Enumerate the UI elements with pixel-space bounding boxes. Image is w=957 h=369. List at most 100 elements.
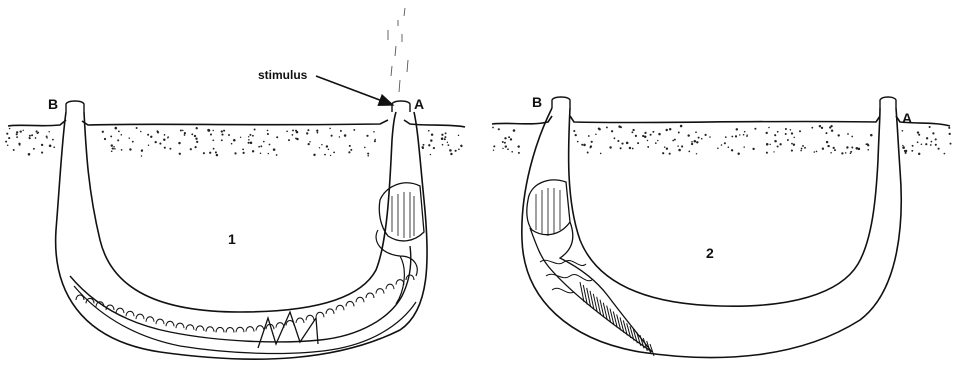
- burrow-inner-1: [84, 112, 396, 312]
- sand-dot: [833, 147, 835, 149]
- sand-dot: [5, 141, 7, 143]
- worm-segment: [226, 327, 234, 332]
- sand-dot: [273, 148, 276, 151]
- sand-dot: [49, 145, 52, 148]
- sand-dot: [867, 143, 869, 145]
- sand-dot: [349, 145, 351, 147]
- sand-dot: [22, 130, 23, 131]
- sand-dot: [678, 132, 680, 134]
- sand-dot: [267, 133, 269, 135]
- sand-dot: [938, 148, 940, 150]
- sand-dot: [339, 136, 340, 137]
- sand-dot: [155, 141, 157, 143]
- sand-dot: [774, 134, 776, 136]
- worm-segment: [296, 318, 304, 323]
- sand-dot: [736, 128, 738, 130]
- sand-dot: [744, 131, 746, 133]
- sand-dot: [705, 134, 707, 136]
- sand-dot: [588, 135, 590, 137]
- sand-dot: [455, 150, 457, 152]
- sand-dot: [655, 142, 657, 144]
- sand-dot: [687, 134, 689, 136]
- sand-dot: [644, 136, 647, 139]
- sand-dot: [800, 150, 802, 152]
- sand-dot: [830, 125, 832, 127]
- sand-dot: [112, 148, 114, 150]
- sand-dot: [309, 141, 311, 143]
- sand-dot: [288, 139, 290, 141]
- sand-dot: [367, 153, 369, 155]
- sand-dot: [658, 133, 661, 136]
- sand-dot: [296, 131, 299, 134]
- sand-dot: [344, 134, 347, 137]
- sand-dot: [313, 154, 315, 156]
- sand-dot: [423, 144, 425, 146]
- sand-dot: [41, 144, 43, 146]
- sand-dot: [677, 145, 678, 146]
- sand-dot: [737, 153, 739, 155]
- opening-b-label-2: B: [532, 94, 542, 110]
- sand-dot: [111, 144, 113, 146]
- sand-dot: [215, 151, 217, 153]
- sand-dot: [240, 137, 241, 138]
- chimney-a-2: [880, 97, 896, 108]
- sand-dot: [276, 154, 278, 156]
- sand-dot: [902, 146, 905, 149]
- sand-dot: [324, 154, 326, 156]
- sand-dot: [691, 141, 693, 143]
- worm-segment: [406, 275, 414, 280]
- opening-a-label-1: A: [414, 96, 424, 112]
- sand-dot: [666, 148, 668, 150]
- worm-head-2-detail: [536, 188, 560, 236]
- sand-texture-2: [492, 125, 951, 155]
- sand-dot: [672, 140, 674, 142]
- sand-dot: [308, 143, 310, 145]
- burrow-inner-2: [569, 108, 880, 306]
- sand-dot: [157, 130, 159, 132]
- sand-dot: [502, 141, 504, 143]
- sand-dot: [508, 136, 510, 138]
- sand-dot: [350, 149, 352, 151]
- sand-dot: [581, 144, 583, 146]
- sand-dot: [929, 126, 931, 128]
- sand-dot: [329, 128, 331, 130]
- sand-dot: [121, 149, 123, 151]
- panel-number-1: 1: [228, 231, 236, 247]
- sand-dot: [16, 131, 18, 133]
- sand-dot: [129, 148, 131, 150]
- worm-segment: [216, 327, 224, 332]
- sand-dot: [52, 139, 54, 141]
- sand-dot: [591, 141, 593, 143]
- sand-dot: [698, 137, 700, 139]
- sand-dot: [504, 137, 506, 139]
- sand-dot: [234, 139, 236, 141]
- sand-dot: [458, 148, 460, 150]
- sand-dot: [209, 152, 211, 154]
- sand-dot: [212, 139, 214, 141]
- worm-tail-hatching-2: [580, 282, 654, 356]
- sand-dot: [196, 141, 198, 143]
- sand-dot: [678, 149, 681, 152]
- sand-dot: [632, 148, 634, 150]
- sand-dot: [822, 148, 824, 150]
- sand-dot: [791, 143, 793, 145]
- sand-dot: [8, 137, 10, 139]
- sand-dot: [680, 125, 683, 128]
- sand-dot: [493, 145, 495, 147]
- sand-dot: [926, 137, 928, 139]
- burrow-outer-2: [522, 108, 901, 358]
- sand-dot: [442, 144, 444, 146]
- sand-dot: [444, 138, 446, 140]
- sand-dot: [838, 134, 840, 136]
- sand-dot: [184, 132, 186, 134]
- sand-dot: [7, 145, 9, 147]
- sand-dot: [587, 152, 589, 154]
- sand-dot: [164, 147, 166, 149]
- sand-dot: [203, 152, 205, 154]
- sand-dot: [787, 139, 789, 141]
- panel-number-2: 2: [706, 245, 714, 261]
- worm-segment: [176, 323, 184, 328]
- sand-dot: [190, 148, 192, 150]
- sand-dot: [292, 129, 294, 131]
- sand-dot: [431, 133, 433, 135]
